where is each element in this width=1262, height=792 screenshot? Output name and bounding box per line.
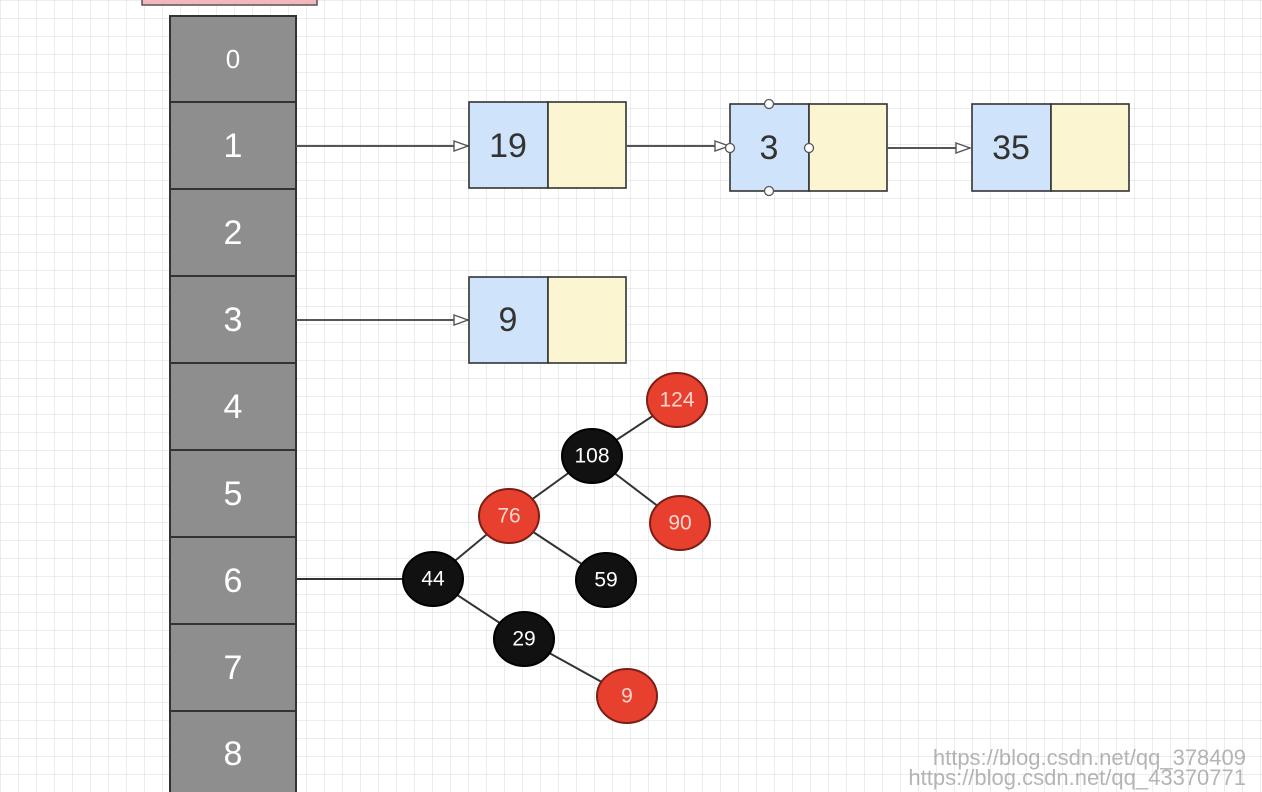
bucket-slot-cell xyxy=(169,710,297,792)
node-key-cell xyxy=(729,103,810,192)
bucket-slot-index: 1 xyxy=(224,127,243,165)
bucket-slot-index: 5 xyxy=(224,475,243,513)
tree-node-circle xyxy=(575,552,637,608)
linked-list-slot-3: 9 xyxy=(296,276,627,364)
tree-node-key: 44 xyxy=(421,568,445,591)
bucket-array: 0 1 2 3 4 5 6 7 xyxy=(169,15,297,792)
tree-node-key: 76 xyxy=(497,505,520,528)
node-next-cell xyxy=(547,276,627,364)
list-node[interactable]: 9 xyxy=(468,276,627,364)
tree-node-red[interactable]: 76 xyxy=(478,488,540,544)
tree-node-red[interactable]: 124 xyxy=(646,372,708,428)
tree-node-circle xyxy=(649,495,711,551)
bucket-slot-index: 7 xyxy=(224,649,243,687)
tree-node-key: 59 xyxy=(594,569,617,592)
bucket-slot: 7 xyxy=(169,623,297,712)
array-header-bar xyxy=(141,0,318,6)
node-next-cell xyxy=(1050,103,1130,192)
bucket-slot-cell xyxy=(169,188,297,277)
node-key-cell xyxy=(468,101,549,189)
bucket-slot-index: 0 xyxy=(226,44,240,74)
list-node[interactable]: 35 xyxy=(971,103,1130,192)
node-next-cell xyxy=(547,101,627,189)
selection-handle[interactable] xyxy=(803,142,815,154)
bucket-slot-cell xyxy=(169,101,297,190)
tree-node-key: 29 xyxy=(512,628,535,651)
bucket-slot-index: 4 xyxy=(224,388,243,426)
bucket-slot-index: 2 xyxy=(224,214,243,252)
bucket-slot: 4 xyxy=(169,362,297,451)
bucket-slot-cell xyxy=(169,623,297,712)
bucket-slot: 3 xyxy=(169,275,297,364)
node-key: 35 xyxy=(992,129,1030,167)
tree-node-circle xyxy=(478,488,540,544)
node-key: 3 xyxy=(760,129,779,167)
node-key: 9 xyxy=(499,301,518,339)
bucket-slot: 8 xyxy=(169,710,297,792)
bucket-slot: 1 xyxy=(169,101,297,190)
bucket-slot-cell xyxy=(169,449,297,538)
node-next-cell xyxy=(808,103,888,192)
tree-node-black[interactable]: 44 xyxy=(402,551,464,607)
bucket-slot-index: 8 xyxy=(224,735,243,773)
selection-handle[interactable] xyxy=(763,98,775,110)
bucket-slot: 2 xyxy=(169,188,297,277)
tree-node-circle xyxy=(596,668,658,724)
list-node[interactable]: 19 xyxy=(468,101,627,189)
tree-node-circle xyxy=(561,428,623,484)
tree-node-key: 9 xyxy=(621,685,633,708)
tree-node-circle xyxy=(493,611,555,667)
bucket-slot-index: 6 xyxy=(224,562,243,600)
tree-node-red[interactable]: 9 xyxy=(596,668,658,724)
node-key-cell xyxy=(468,276,549,364)
bucket-slot: 5 xyxy=(169,449,297,538)
selection-handle[interactable] xyxy=(724,142,736,154)
list-node-selected[interactable]: 3 xyxy=(724,98,888,197)
tree-node-key: 108 xyxy=(574,445,609,468)
bucket-slot: 6 xyxy=(169,536,297,625)
tree-node-black[interactable]: 59 xyxy=(575,552,637,608)
bucket-slot-cell xyxy=(169,15,297,103)
node-key: 19 xyxy=(489,127,527,165)
bucket-slot-index: 3 xyxy=(224,301,243,339)
tree-node-black[interactable]: 108 xyxy=(561,428,623,484)
selection-handle[interactable] xyxy=(763,185,775,197)
tree-node-key: 90 xyxy=(668,512,691,535)
red-black-tree-slot-6: 124 108 76 90 44 59 29 9 xyxy=(296,372,711,724)
bucket-slot: 0 xyxy=(169,15,297,103)
tree-node-red[interactable]: 90 xyxy=(649,495,711,551)
node-key-cell xyxy=(971,103,1052,192)
tree-node-black[interactable]: 29 xyxy=(493,611,555,667)
tree-node-circle xyxy=(402,551,464,607)
tree-node-key: 124 xyxy=(659,389,694,412)
tree-node-circle xyxy=(646,372,708,428)
linked-list-slot-1: 19 3 35 xyxy=(296,98,1130,197)
